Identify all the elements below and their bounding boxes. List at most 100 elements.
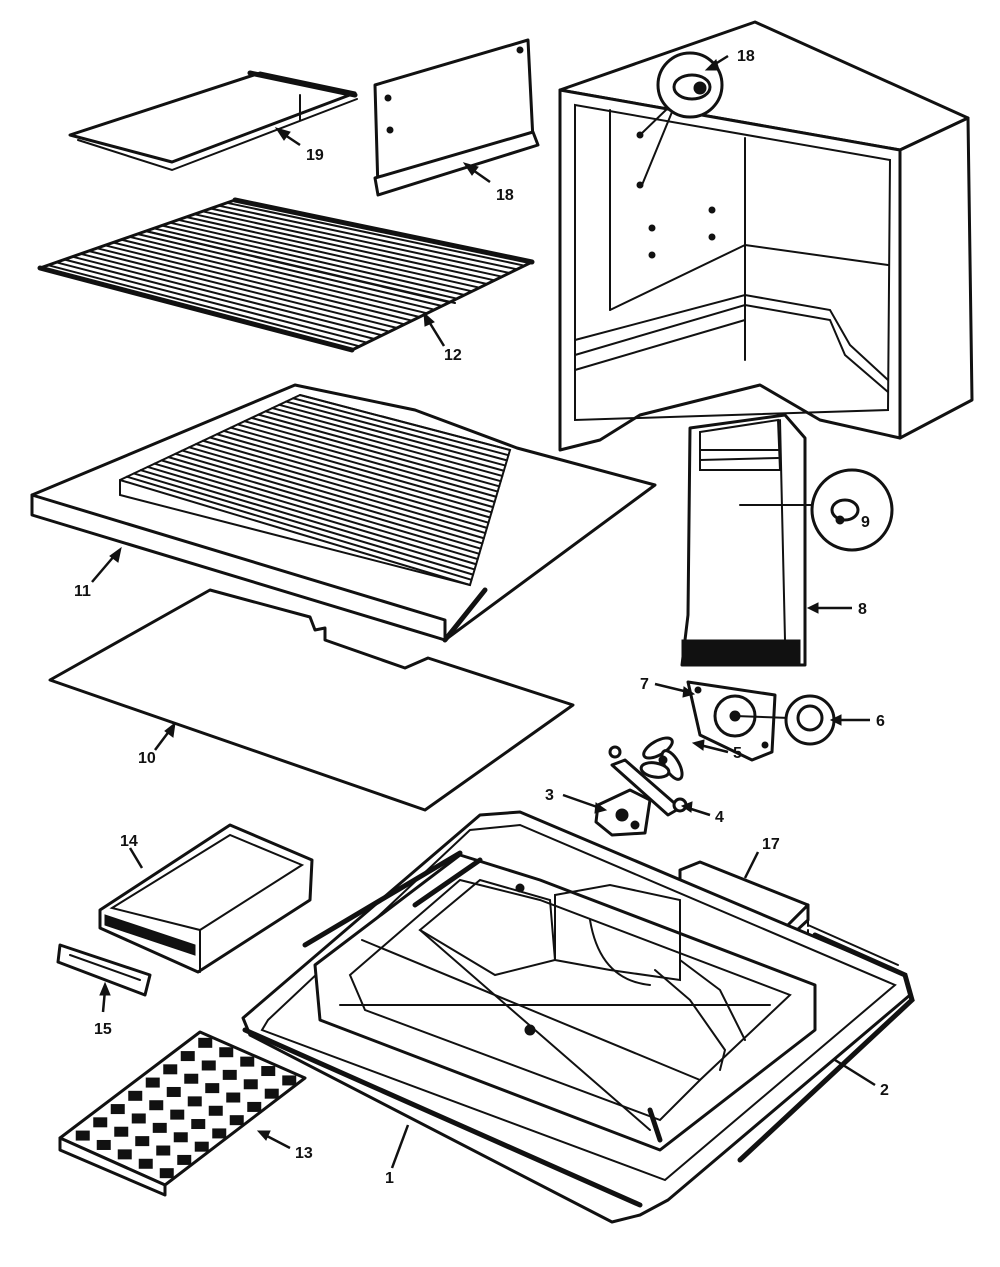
part-9-detail-bubble: [810, 468, 894, 552]
leader-lines: [91, 54, 876, 1169]
hatch-line: [104, 244, 413, 322]
hatch-line: [167, 456, 482, 550]
hatch-line: [236, 423, 498, 498]
cabinet-liner: [558, 20, 974, 452]
hatch-line: [119, 479, 471, 586]
part-12-wire-shelf: [37, 197, 535, 353]
hatch-line: [209, 207, 511, 274]
part-3-4-fan-motor: [594, 745, 688, 837]
ice-cell: [191, 1119, 206, 1130]
hatch-line: [222, 429, 495, 509]
ice-cell: [128, 1090, 143, 1101]
hatch-line: [139, 469, 476, 571]
part-11-freezer-shelf: [30, 383, 657, 643]
hatch-line: [125, 475, 473, 581]
ice-cell: [240, 1056, 255, 1067]
hatch-line: [87, 250, 398, 329]
hatch-line: [250, 416, 501, 488]
ice-cell: [173, 1132, 188, 1143]
callout-3: 3: [545, 787, 554, 804]
hatch-line: [225, 201, 526, 267]
hatch-line: [292, 397, 510, 457]
ice-cell: [114, 1126, 129, 1137]
hatch-line: [278, 403, 507, 467]
callout-10: 10: [138, 750, 156, 767]
hatch-line: [264, 410, 504, 477]
callout-18-panel: 18: [496, 187, 514, 204]
hatch-line: [55, 261, 368, 344]
ice-cell: [135, 1136, 150, 1147]
ice-cell: [282, 1075, 297, 1086]
callout-labels: 19 18 18 12 11 10 9 8 7 6 5 4 3 17 14 15…: [74, 48, 889, 1187]
hatch-line: [153, 462, 479, 561]
ice-cell: [198, 1037, 213, 1048]
hatch-line: [217, 204, 518, 271]
ice-cell: [208, 1105, 223, 1116]
callout-12: 12: [444, 347, 462, 364]
hatch-line: [257, 413, 502, 483]
part-19-shelf-panel: [68, 70, 358, 172]
ice-cell: [205, 1083, 220, 1094]
part-18-detail-bubble: [639, 51, 724, 186]
ice-cell: [166, 1086, 181, 1097]
ice-cell: [138, 1158, 153, 1169]
ice-cell: [110, 1104, 125, 1115]
hatch-line: [285, 400, 508, 462]
hatch-line: [209, 436, 491, 519]
callout-18-bubble: 18: [737, 48, 755, 65]
callout-1: 1: [385, 1170, 394, 1187]
ice-cell: [222, 1069, 237, 1080]
callout-8: 8: [858, 601, 867, 618]
part-18-divider-panel: [373, 38, 540, 197]
part-6-detail-bubble: [784, 694, 836, 746]
hatch-line: [160, 459, 481, 555]
ice-cell: [159, 1168, 174, 1179]
hatch-line: [120, 238, 428, 315]
hatch-line: [136, 233, 443, 307]
ice-cell: [180, 1051, 195, 1062]
ice-cell: [184, 1073, 199, 1084]
hatch-line: [181, 449, 485, 540]
ice-cell: [96, 1139, 111, 1150]
callout-2: 2: [880, 1082, 889, 1099]
hatch-line: [215, 433, 493, 514]
hatch-line: [185, 216, 488, 285]
ice-cell: [187, 1096, 202, 1107]
hatch-line: [79, 252, 391, 333]
ice-cell: [163, 1064, 178, 1075]
hatch-line: [169, 221, 473, 293]
ice-cell: [75, 1130, 90, 1141]
ice-cell: [264, 1088, 279, 1099]
ice-cell: [261, 1066, 276, 1077]
part-14-pan: [98, 823, 314, 974]
ice-cell: [226, 1092, 241, 1103]
hatch-line: [160, 224, 466, 296]
callout-15: 15: [94, 1021, 112, 1038]
part-15-handle-strip: [56, 943, 152, 997]
callout-17: 17: [762, 836, 780, 853]
hatch-line: [132, 472, 475, 576]
callout-13: 13: [295, 1145, 313, 1162]
part-7-fan-bracket: [686, 680, 791, 762]
ice-cell: [131, 1113, 146, 1124]
ice-cell: [247, 1101, 262, 1112]
ice-cell: [170, 1109, 185, 1120]
callout-19: 19: [306, 147, 324, 164]
callout-7: 7: [640, 676, 649, 693]
ice-cell: [93, 1117, 108, 1128]
ice-cell: [145, 1077, 160, 1088]
ice-cell: [149, 1100, 164, 1111]
hatch-line: [63, 258, 376, 340]
hatch-line: [47, 264, 361, 348]
ice-cell: [117, 1149, 132, 1160]
ice-cell: [177, 1154, 192, 1165]
callout-9: 9: [861, 514, 870, 531]
callout-4: 4: [715, 809, 724, 826]
hatch-line: [95, 247, 406, 326]
hatch-line: [229, 426, 496, 503]
hatch-line: [202, 439, 490, 524]
callout-11: 11: [74, 583, 91, 600]
callout-5: 5: [733, 745, 742, 762]
part-10-shelf-sheet: [48, 588, 575, 812]
